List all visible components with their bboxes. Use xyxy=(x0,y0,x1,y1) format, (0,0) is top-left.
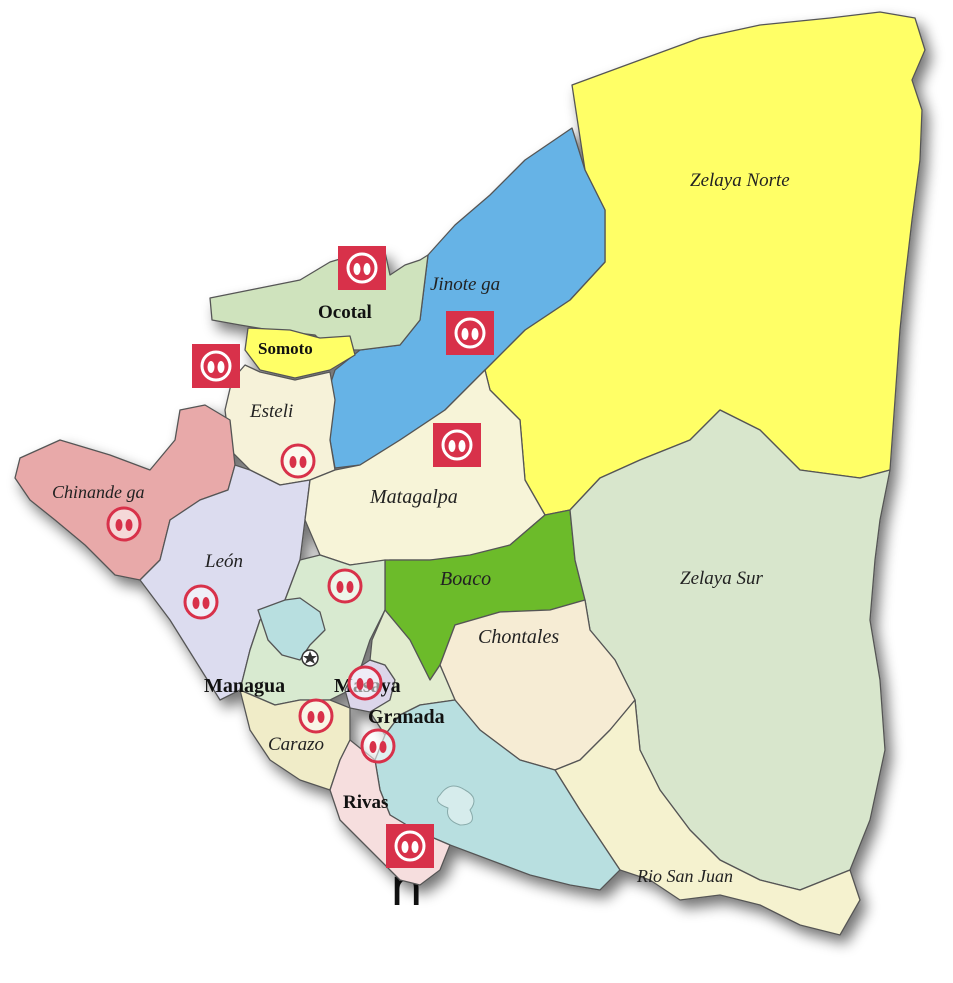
label-chinandega: Chinande ga xyxy=(52,482,145,502)
label-chontales: Chontales xyxy=(478,626,559,648)
marker-icon xyxy=(280,443,316,479)
marker-icon xyxy=(183,584,219,620)
label-zelaya-norte: Zelaya Norte xyxy=(690,170,790,191)
marker-icon xyxy=(360,728,396,764)
label-managua: Managua xyxy=(204,675,285,697)
lake-island xyxy=(436,785,475,826)
marker-icon xyxy=(106,506,142,542)
marker-icon xyxy=(338,246,386,290)
region-madriz xyxy=(244,327,356,379)
label-rio-san-juan: Rio San Juan xyxy=(636,866,733,886)
label-zelaya-sur: Zelaya Sur xyxy=(680,568,763,589)
region-rio-san-juan xyxy=(554,699,861,936)
label-ocotal: Ocotal xyxy=(318,302,372,323)
marker-icon xyxy=(433,423,481,467)
label-carazo: Carazo xyxy=(268,734,324,755)
marker-icon xyxy=(327,568,363,604)
label-esteli: Esteli xyxy=(249,401,293,422)
marker-icon xyxy=(192,344,240,388)
label-somoto: Somoto xyxy=(258,339,313,358)
label-granada: Granada xyxy=(368,706,445,728)
region-nueva-segovia xyxy=(209,249,429,351)
label-jinotega: Jinote ga xyxy=(430,274,500,295)
marker-icon xyxy=(386,824,434,868)
lake-managua xyxy=(257,597,326,661)
marker-icon xyxy=(347,665,383,701)
label-matagalpa: Matagalpa xyxy=(369,486,458,508)
capital-star-icon xyxy=(301,649,319,667)
label-boaco: Boaco xyxy=(440,568,491,590)
marker-icon xyxy=(446,311,494,355)
marker-icon xyxy=(298,698,334,734)
label-leon: León xyxy=(204,551,243,572)
label-rivas: Rivas xyxy=(343,792,388,813)
